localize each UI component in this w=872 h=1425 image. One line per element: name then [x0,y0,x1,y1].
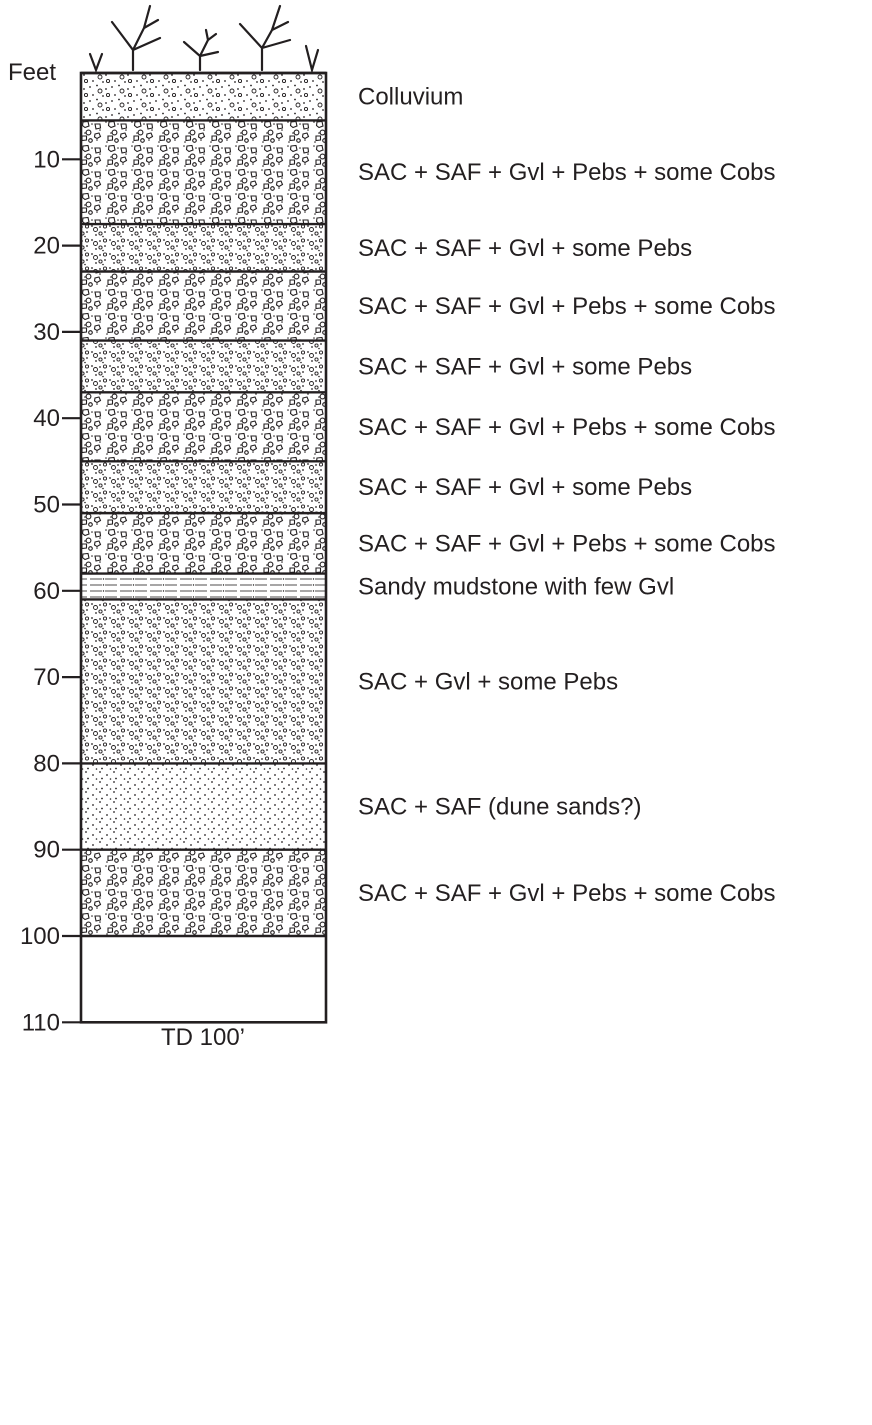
layer-description: SAC + SAF + Gvl + Pebs + some Cobs [358,293,776,320]
layer-description: SAC + SAF + Gvl + some Pebs [358,235,692,262]
vegetation-icon [88,4,320,75]
layer-7-pebbles [81,461,326,514]
depth-tick-label: 10 [33,146,60,173]
layer-9-mudstone [81,573,326,600]
layer-description: SAC + SAF (dune sands?) [358,794,641,821]
depth-tick-label: 20 [33,233,60,260]
layer-2-cobbles [81,120,326,225]
layer-5-pebbles [81,340,326,393]
layer-description: Colluvium [358,84,463,111]
total-depth-label: TD 100’ [161,1024,245,1051]
depth-tick-label: 110 [22,1009,60,1036]
layer-1-colluvium [81,73,326,121]
depth-tick-label: 30 [33,319,60,346]
layer-description: SAC + SAF + Gvl + some Pebs [358,353,692,380]
layer-8-cobbles [81,513,326,574]
layer-12-cobbles [81,849,326,936]
layer-description: SAC + SAF + Gvl + Pebs + some Cobs [358,880,776,907]
depth-tick-label: 100 [20,923,60,950]
layer-description: Sandy mudstone with few Gvl [358,573,674,600]
depth-tick-label: 50 [33,492,60,519]
depth-unit-label: Feet [8,59,56,86]
depth-tick-label: 60 [33,578,60,605]
layers [79,71,328,1024]
depth-tick-label: 90 [33,837,60,864]
layer-6-cobbles [81,392,326,462]
layer-3-pebbles [81,224,326,272]
column-outline [79,71,328,1024]
depth-tick-label: 70 [33,664,60,691]
depth-tick-label: 80 [33,750,60,777]
layer-11-sand [81,763,326,850]
layer-description: SAC + Gvl + some Pebs [358,668,618,695]
layer-4-cobbles [81,271,326,341]
depth-tick-label: 40 [33,405,60,432]
layer-description: SAC + SAF + Gvl + some Pebs [358,474,692,501]
layer-description: SAC + SAF + Gvl + Pebs + some Cobs [358,530,776,557]
layer-description: SAC + SAF + Gvl + Pebs + some Cobs [358,414,776,441]
depth-axis: 10 20 30 40 50 60 70 80 90 100 110 [20,146,81,1036]
layer-10-pebbles [81,599,326,764]
layer-description: SAC + SAF + Gvl + Pebs + some Cobs [358,159,776,186]
